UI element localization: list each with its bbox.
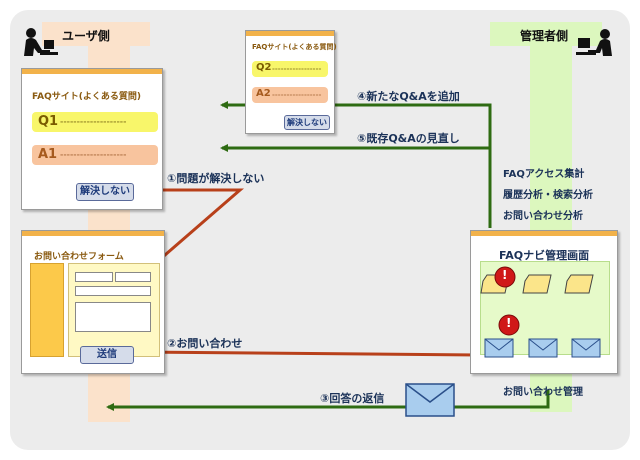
arrow-problem-unsolved xyxy=(132,188,245,270)
q2-label: Q2 xyxy=(256,62,272,73)
alert-icon xyxy=(494,266,516,288)
admin-icons-layer xyxy=(480,266,601,358)
a1-label: A1 xyxy=(38,147,58,162)
step-3-label: ③回答の返信 xyxy=(320,392,385,405)
faq-a2-row[interactable]: A2 ----------------- xyxy=(252,87,328,103)
a2-placeholder-line: ----------------- xyxy=(272,91,322,99)
envelope-icon xyxy=(484,338,514,358)
form-message-field[interactable] xyxy=(75,302,151,332)
admin-screen-title: FAQナビ管理画面 xyxy=(499,249,590,262)
admin-function-access-stats: FAQアクセス集計 xyxy=(503,169,585,180)
envelope-icon xyxy=(528,338,558,358)
form-side-panel xyxy=(30,263,64,357)
arrow-reply xyxy=(106,390,550,411)
faq-site-window: FAQサイト(よくある質問) Q1 -------------------- A… xyxy=(21,68,163,210)
q2-placeholder-line: ----------------- xyxy=(272,65,322,73)
form-fields-area xyxy=(68,263,160,357)
form-field-1[interactable] xyxy=(75,272,113,282)
faq-a1-row[interactable]: A1 -------------------- xyxy=(32,145,158,165)
faq-navi-admin-window: FAQナビ管理画面 xyxy=(470,230,618,374)
form-field-3[interactable] xyxy=(75,286,151,296)
faq-window-title: FAQサイト(よくある質問) xyxy=(32,92,141,102)
form-field-2[interactable] xyxy=(115,272,151,282)
envelope-icon xyxy=(571,338,601,358)
q1-label: Q1 xyxy=(38,114,59,129)
window-title-bar xyxy=(471,231,617,236)
step-1-label: ①問題が解決しない xyxy=(167,172,265,185)
faq-q2-row[interactable]: Q2 ----------------- xyxy=(252,61,328,77)
window-title-bar xyxy=(246,31,334,36)
step-5-label: ⑤既存Q&Aの見直し xyxy=(357,132,460,145)
send-button[interactable]: 送信 xyxy=(80,346,134,364)
contact-form-title: お問い合わせフォーム xyxy=(34,252,124,262)
a2-label: A2 xyxy=(256,88,271,99)
arrow-inquiry xyxy=(135,350,480,359)
alert-mark-2: ! xyxy=(506,316,512,330)
person-at-desk-icon xyxy=(24,28,58,56)
admin-at-computer-icon xyxy=(576,29,612,56)
admin-lane-label: 管理者側 xyxy=(520,29,569,43)
window-title-bar xyxy=(22,69,162,74)
folder-icon xyxy=(564,274,594,294)
faq-small-window-title: FAQサイト(よくある質問) xyxy=(252,43,337,51)
faq-q1-row[interactable]: Q1 -------------------- xyxy=(32,112,158,132)
q1-placeholder-line: -------------------- xyxy=(60,117,127,126)
admin-function-inquiry-analysis: お問い合わせ分析 xyxy=(503,211,583,222)
folder-icon xyxy=(522,274,552,294)
user-lane-label: ユーザ側 xyxy=(62,29,110,43)
envelope-icon xyxy=(405,383,455,417)
window-title-bar xyxy=(22,231,164,236)
inquiry-management-label: お問い合わせ管理 xyxy=(503,387,583,398)
unsolved-button-small[interactable]: 解決しない xyxy=(284,115,330,130)
a1-placeholder-line: -------------------- xyxy=(60,150,127,159)
step-2-label: ②お問い合わせ xyxy=(167,337,243,350)
alert-icon xyxy=(498,314,520,336)
admin-function-history-analysis: 履歴分析・検索分析 xyxy=(503,190,593,201)
alert-mark-1: ! xyxy=(502,268,508,282)
contact-form-window: お問い合わせフォーム 送信 xyxy=(21,230,165,374)
faq-site-window-updated: FAQサイト(よくある質問) Q2 ----------------- A2 -… xyxy=(245,30,337,134)
step-4-label: ④新たなQ&Aを追加 xyxy=(357,90,460,103)
unsolved-button[interactable]: 解決しない xyxy=(76,183,134,201)
